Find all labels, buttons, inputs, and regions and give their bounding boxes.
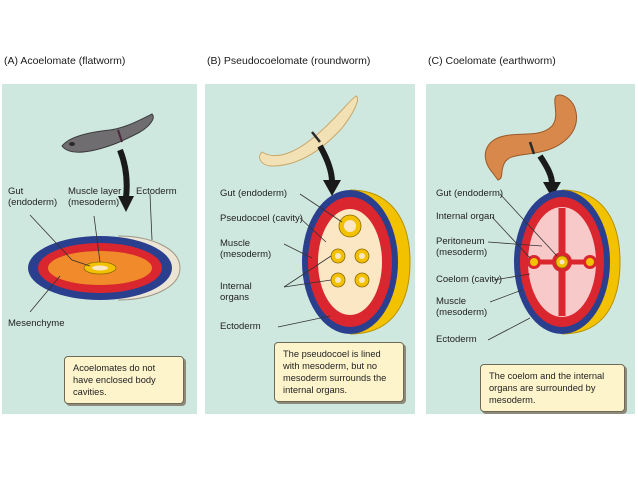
pseudocoelomate-cross-section [302, 189, 411, 335]
arrow-b [317, 144, 335, 183]
label-gut-a: Gut (endoderm) [8, 186, 58, 208]
panel-a-title: (A) Acoelomate (flatworm) [4, 55, 126, 67]
label-gut-b: Gut (endoderm) [220, 188, 288, 199]
acoelomate-cross-section [28, 235, 181, 301]
label-ectoderm-a: Ectoderm [136, 186, 177, 197]
label-gut-c: Gut (endoderm) [436, 188, 504, 199]
label-mesenchyme: Mesenchyme [8, 318, 65, 329]
label-internal-organ: Internal organ [436, 211, 495, 222]
label-ectoderm-b: Ectoderm [220, 321, 261, 332]
arrow-a [117, 148, 130, 199]
label-muscle-c: Muscle (mesoderm) [436, 296, 488, 318]
flatworm-icon [61, 113, 154, 153]
label-muscle-b: Muscle (mesoderm) [220, 238, 272, 260]
roundworm-icon [259, 95, 358, 167]
caption-b: The pseudocoel is lined with mesoderm, b… [274, 342, 404, 402]
label-peritoneum: Peritoneum (mesoderm) [436, 236, 488, 258]
arrow-c [537, 154, 555, 185]
label-ectoderm-c: Ectoderm [436, 334, 477, 345]
label-organs-b: Internal organs [220, 281, 252, 303]
pseudocoel-cavity [318, 209, 382, 315]
coelomate-cross-section [514, 189, 621, 335]
label-pseudocoel: Pseudocoel (cavity) [220, 213, 303, 224]
panel-b-title: (B) Pseudocoelomate (roundworm) [207, 55, 371, 67]
panel-c-title: (C) Coelomate (earthworm) [428, 55, 556, 67]
caption-c: The coelom and the internal organs are s… [480, 364, 625, 412]
caption-a: Acoelomates do not have enclosed body ca… [64, 356, 184, 404]
label-coelom: Coelom (cavity) [436, 274, 502, 285]
label-muscle-a: Muscle layer (mesoderm) [68, 186, 122, 208]
earthworm-icon [484, 94, 577, 181]
